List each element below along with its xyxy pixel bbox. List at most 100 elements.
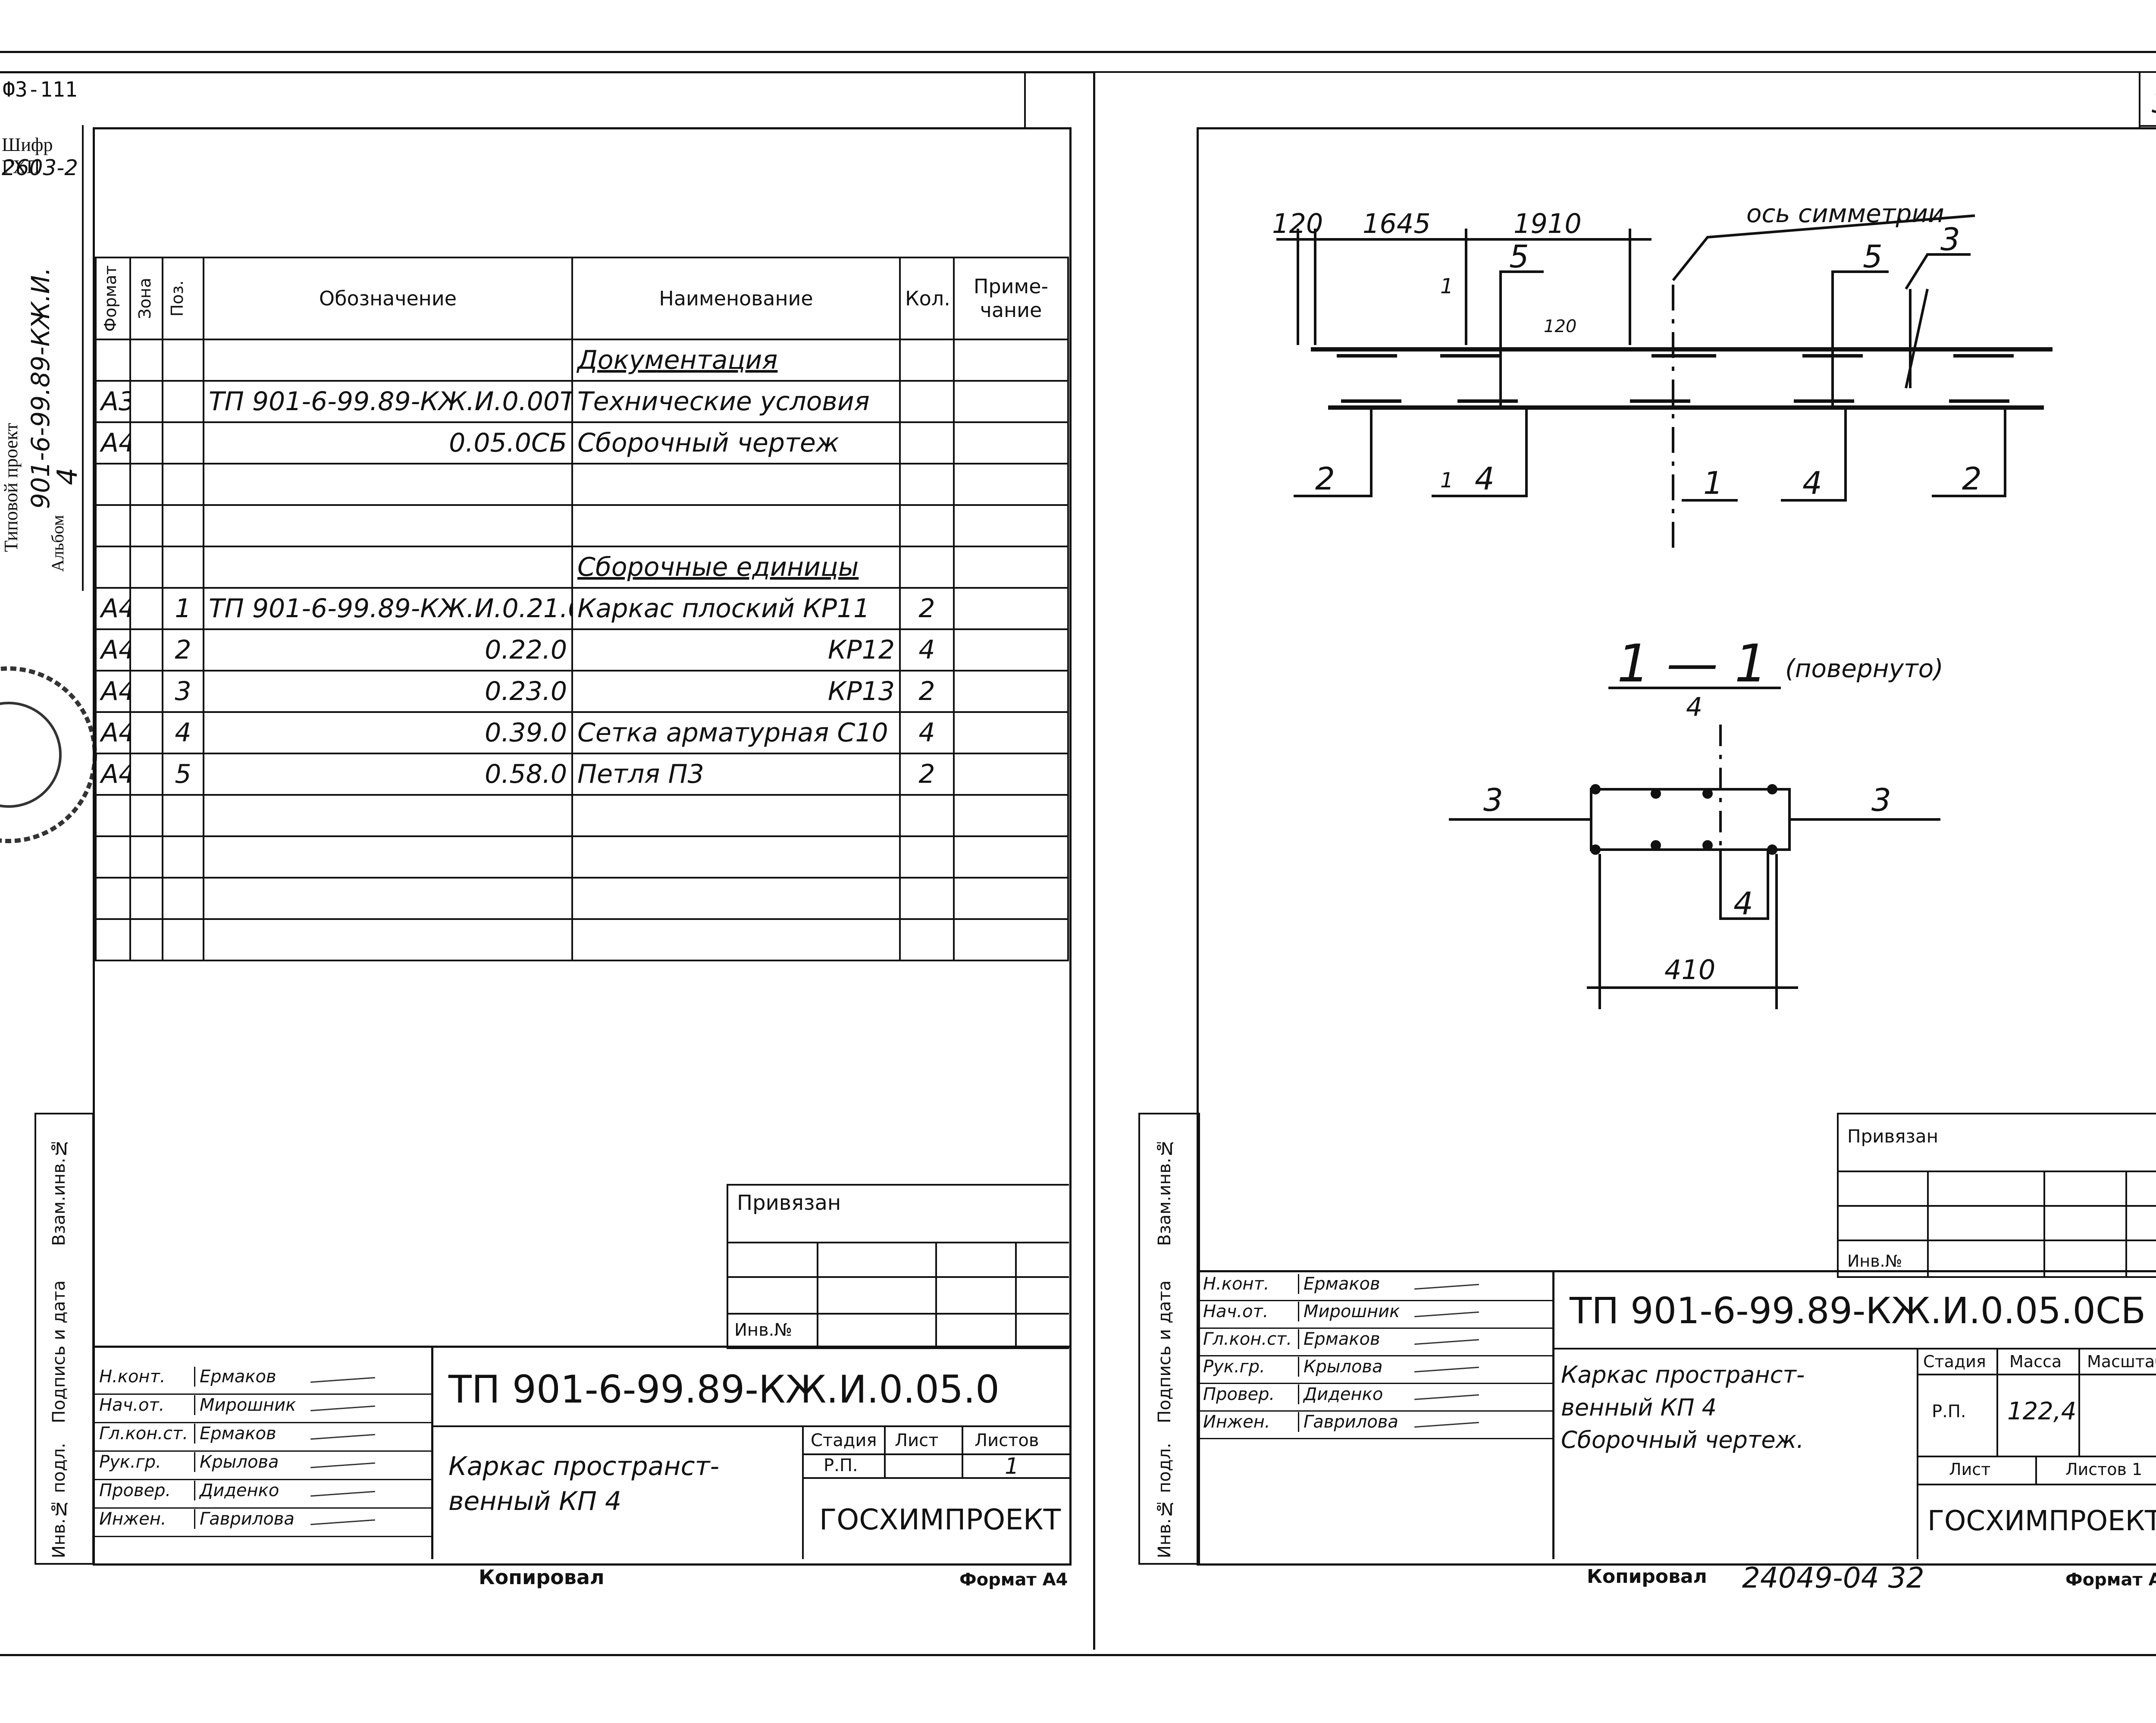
spec-cell-note (953, 504, 1069, 547)
right-copied: Копировал (1587, 1566, 1707, 1588)
left-privyazan-box: Привязан Инв.№ (727, 1184, 1069, 1349)
left-format: Формат А4 (959, 1570, 1068, 1590)
leader-pos3-c (1905, 289, 1929, 389)
signer-name: Гаврилова (1298, 1412, 1398, 1432)
left-priv-row1 (728, 1242, 1069, 1243)
spec-cell-pos (162, 794, 204, 837)
signature-mark (310, 1377, 375, 1383)
spec-cell-note (953, 421, 1069, 464)
seal-inner-ring (0, 702, 62, 808)
left-sheet-frame (93, 127, 1072, 1561)
corner-code: ФЗ-111 (3, 78, 78, 102)
right-priv-col1 (1927, 1171, 1929, 1276)
spec-cell-zone (129, 421, 163, 464)
spec-cell-note (953, 877, 1069, 920)
left-priv-row3 (728, 1313, 1069, 1315)
spec-cell-zone (129, 711, 163, 754)
margin-label-vzam: Взам.инв.№ (49, 1138, 69, 1246)
spec-cell-qty (899, 339, 955, 382)
spec-cell-zone (129, 339, 163, 382)
right-priv-row2 (1839, 1205, 2156, 1207)
right-stage-col1 (1996, 1348, 1998, 1456)
spec-cell-name (571, 504, 901, 547)
col-format: Формат (95, 257, 131, 340)
spec-cell-qty (899, 463, 955, 506)
right-doc-code: ТП 901-6-99.89-КЖ.И.0.05.0СБ (1570, 1290, 2146, 1332)
spec-cell-designation (203, 794, 573, 837)
spec-cell-designation: 0.05.0СБ (203, 421, 573, 464)
spec-cell-pos (162, 835, 204, 879)
spec-cell-name (571, 794, 901, 837)
left-sheets-value: 1 (1005, 1453, 1019, 1479)
signer-row: Нач.от.Мирошник (95, 1393, 431, 1423)
spec-cell-pos (162, 380, 204, 423)
col-name: Наименование (571, 257, 901, 340)
signer-row: Провер.Диденко (1199, 1383, 1552, 1412)
spec-cell-zone (129, 835, 163, 879)
signer-name: Мирошник (1298, 1302, 1400, 1321)
spec-cell-name: КР12 (571, 628, 901, 672)
bar-dot-4 (1767, 784, 1777, 794)
spec-table: Формат Зона Поз. Обозначение Наименовани… (95, 257, 1069, 961)
left-stage-label: Стадия (811, 1431, 877, 1450)
spec-cell-note (953, 587, 1069, 630)
spec-cell-format (95, 794, 131, 837)
right-code-line (1552, 1348, 2156, 1350)
spec-cell-note (953, 339, 1069, 382)
spec-cell-note (953, 753, 1069, 796)
left-code-line (431, 1425, 1069, 1427)
signer-row: Н.конт.Ермаков (1199, 1272, 1552, 1301)
spec-cell-note (953, 835, 1069, 879)
signature-mark (310, 1491, 375, 1497)
left-stage-value: Р.П. (824, 1456, 858, 1475)
dim-label-120: 120 (1272, 208, 1323, 239)
signer-role: Гл.кон.ст. (99, 1424, 188, 1444)
signer-row: Гл.кон.ст.Ермаков (95, 1422, 431, 1452)
spec-cell-zone (129, 463, 163, 506)
signer-name: Гаврилова (194, 1509, 295, 1529)
left-priv-col2 (935, 1242, 937, 1347)
spec-cell-qty (899, 421, 955, 464)
signer-role: Н.конт. (99, 1367, 166, 1387)
sheet-divider (1093, 71, 1095, 1650)
section-pos-4: 4 (1733, 885, 1753, 922)
signer-name: Крылова (194, 1452, 279, 1472)
left-priv-row2 (728, 1276, 1069, 1278)
spec-cell-pos (162, 421, 204, 464)
pos-label-1: 1 (1703, 465, 1723, 501)
dim-label-1-top: 1 (1440, 274, 1454, 298)
round-seal (0, 666, 97, 843)
spec-cell-pos: 1 (162, 587, 204, 630)
spec-cell-zone (129, 794, 163, 837)
spec-cell-pos: 2 (162, 628, 204, 672)
spec-cell-qty (899, 794, 955, 837)
left-stage-col1 (884, 1425, 886, 1477)
spec-cell-designation (203, 339, 573, 382)
spec-row: А3ТП 901-6-99.89-КЖ.И.0.00ТУТехнические … (95, 380, 1069, 423)
spec-cell-pos (162, 918, 204, 961)
right-stage-row (1917, 1374, 2156, 1375)
bar-dot-2 (1651, 788, 1661, 799)
right-inv-label: Инв.№ (1847, 1252, 1902, 1271)
signer-role: Провер. (99, 1481, 171, 1500)
bar-dot-7 (1702, 840, 1713, 851)
leader-pos2-left (1294, 410, 1373, 497)
left-priv-col1 (817, 1242, 818, 1347)
album-label: Альбом (48, 515, 67, 572)
spec-cell-designation (203, 877, 573, 920)
signer-row: Гл.кон.ст.Ермаков (1199, 1328, 1552, 1356)
spec-cell-name: Сборочные единицы (571, 546, 901, 589)
left-stage-col2 (962, 1425, 963, 1477)
right-priv-row1 (1839, 1171, 2156, 1172)
signer-row: Рук.гр.Крылова (1199, 1355, 1552, 1384)
side-stamp: Шифр ГХП 2603-2 Типовой проект 901-6-99.… (0, 125, 95, 599)
spec-cell-format: А4 (95, 753, 131, 796)
signer-row: Н.конт.Ермаков (95, 1365, 431, 1395)
col-designation: Обозначение (203, 257, 573, 340)
section-pos-3-right: 3 (1871, 782, 1891, 818)
spec-cell-format (95, 339, 131, 382)
page-number-box-bottom (2139, 125, 2156, 127)
